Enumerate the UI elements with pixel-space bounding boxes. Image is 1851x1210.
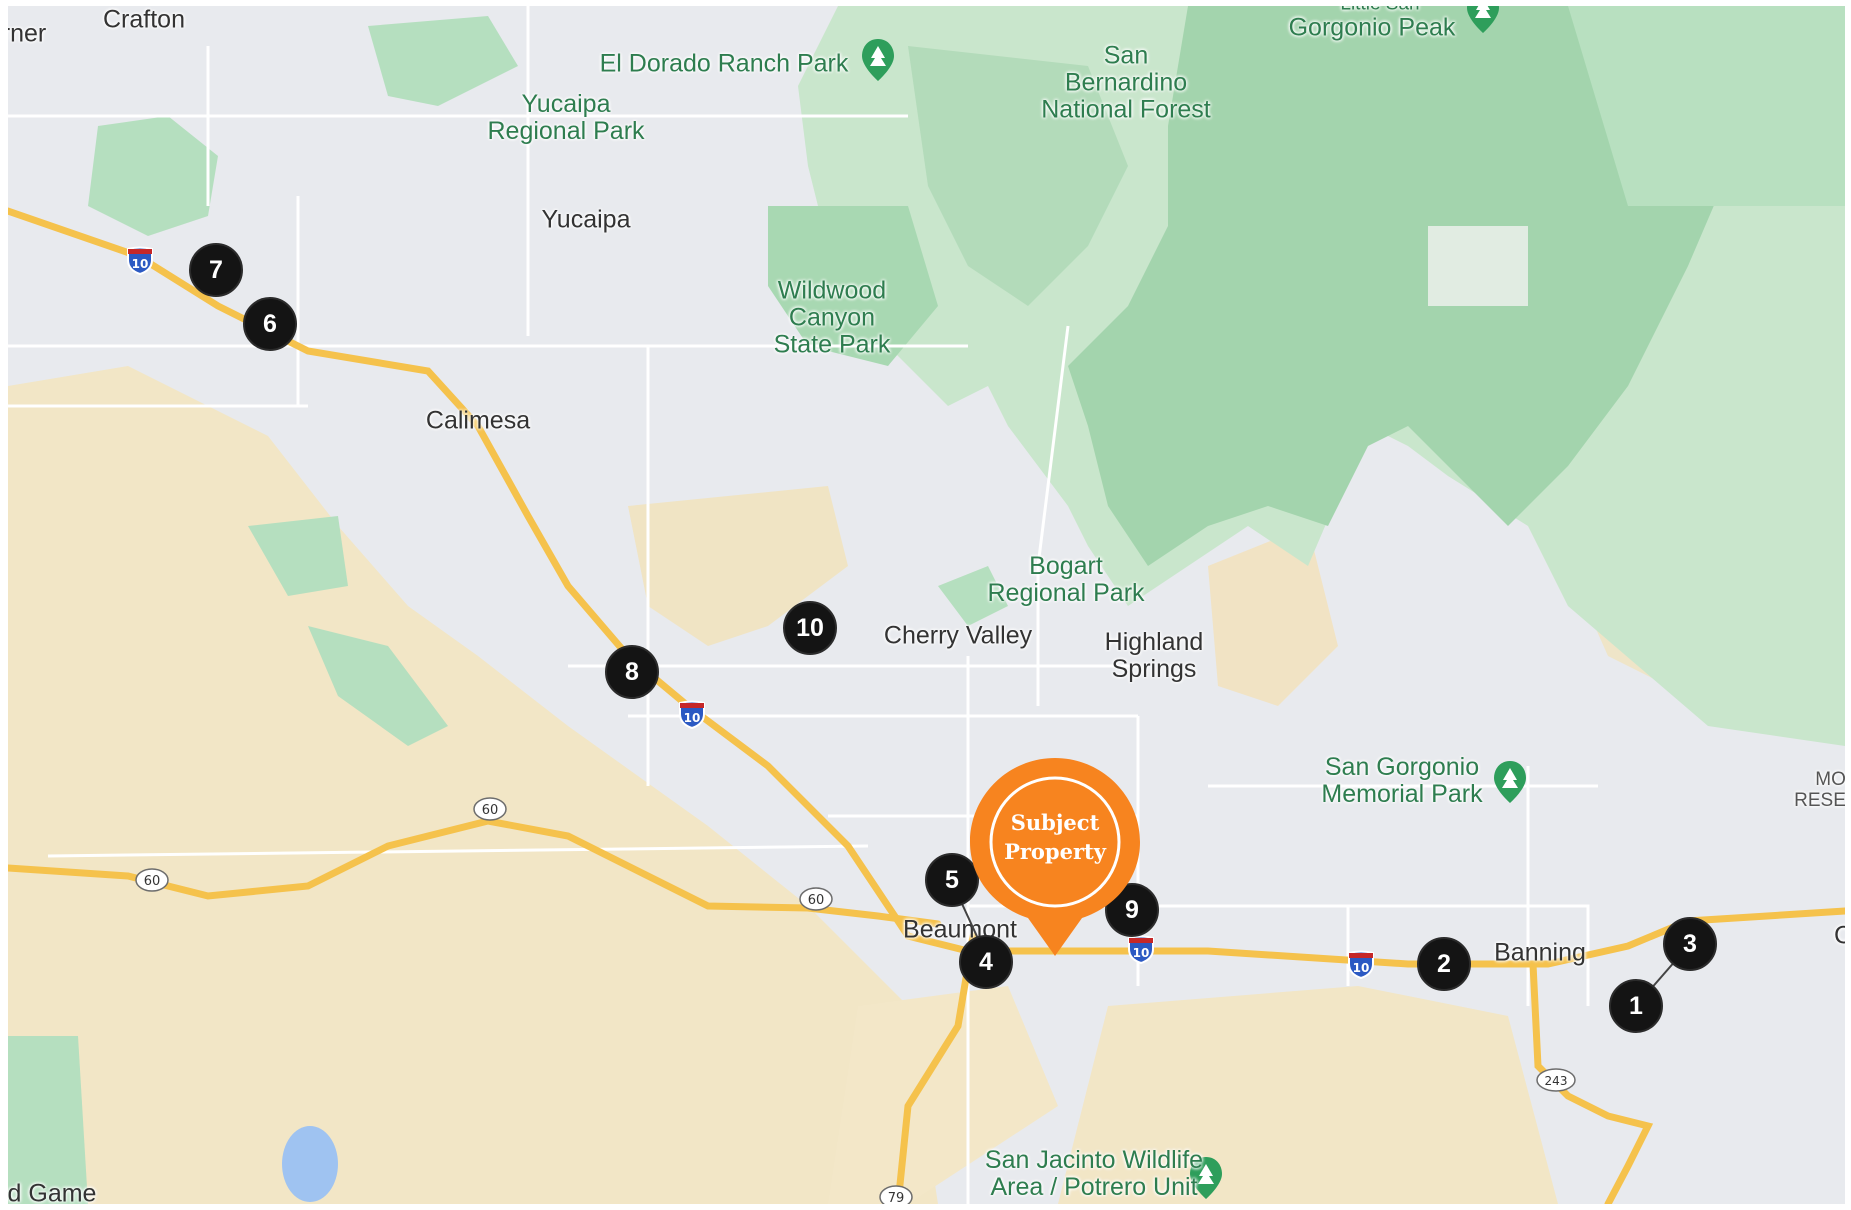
place-label-san-bernardino-national-forest: San Bernardino National Forest	[1041, 41, 1211, 124]
place-label-san-jacinto-wildlife-area: San Jacinto Wildlife Area / Potrero Unit	[984, 1146, 1204, 1201]
marker-7[interactable]: 7	[189, 243, 243, 297]
route-79-shield-icon: 79	[879, 1185, 913, 1204]
place-label-bogart-regional-park: Bogart Regional Park	[987, 552, 1145, 607]
shield-label: 10	[684, 711, 701, 725]
place-label-game: d Game	[8, 1179, 97, 1204]
marker-2[interactable]: 2	[1417, 937, 1471, 991]
marker-6[interactable]: 6	[243, 297, 297, 351]
park-tree-icon	[862, 39, 894, 81]
place-label-el-dorado-ranch-park: El Dorado Ranch Park	[599, 49, 849, 78]
shield-label: 10	[1133, 946, 1150, 960]
marker-3[interactable]: 3	[1663, 917, 1717, 971]
marker-10[interactable]: 10	[783, 601, 837, 655]
place-label-crafton: Crafton	[103, 6, 185, 34]
shield-label: 10	[1353, 961, 1370, 975]
shield-label: 79	[888, 1191, 905, 1204]
marker-8[interactable]: 8	[605, 645, 659, 699]
interstate-10-shield-icon: 10	[1128, 935, 1154, 965]
shield-label: 60	[808, 893, 825, 908]
route-243-shield-icon: 243	[1536, 1068, 1576, 1092]
shield-label: 60	[482, 803, 499, 818]
place-label-highland-springs: Highland Springs	[1104, 628, 1204, 683]
place-label-san-gorgonio-memorial-park: San Gorgonio Memorial Park	[1321, 753, 1483, 808]
shield-label: 10	[132, 257, 149, 271]
place-label-morongo-reservation: MO RESE	[1794, 769, 1845, 811]
shield-label: 60	[144, 874, 161, 889]
place-label-little-san: Little San	[1340, 6, 1419, 18]
interstate-10-shield-icon: 10	[679, 700, 705, 730]
place-label-banning: Banning	[1494, 938, 1586, 967]
place-label-edge-left: rner	[8, 19, 47, 48]
interstate-10-shield-icon: 10	[127, 246, 153, 276]
place-label-gorgonio-peak: Gorgonio Peak	[1288, 13, 1456, 42]
route-60-shield-icon: 60	[799, 887, 833, 911]
marker-5[interactable]: 5	[925, 853, 979, 907]
park-tree-icon	[1494, 761, 1526, 803]
place-label-yucaipa-regional-park: Yucaipa Regional Park	[487, 90, 645, 145]
marker-1[interactable]: 1	[1609, 979, 1663, 1033]
interstate-10-shield-icon: 10	[1348, 950, 1374, 980]
marker-4[interactable]: 4	[959, 935, 1013, 989]
place-label-calimesa: Calimesa	[425, 406, 531, 435]
route-60-shield-icon: 60	[135, 868, 169, 892]
map-canvas[interactable]: 10 10 10 10 60 60 60 243 79	[8, 6, 1845, 1204]
park-tree-icon	[1190, 1157, 1222, 1199]
route-60-shield-icon: 60	[473, 797, 507, 821]
place-label-edge-right: C	[1833, 921, 1845, 950]
map-base-layer	[8, 6, 1845, 1204]
shield-label: 243	[1545, 1074, 1568, 1088]
place-label-cherry-valley: Cherry Valley	[883, 621, 1033, 650]
park-tree-icon	[1467, 6, 1499, 33]
map-pin-icon	[970, 758, 1140, 956]
place-label-yucaipa: Yucaipa	[541, 205, 631, 234]
place-label-wildwood-canyon-state-park: Wildwood Canyon State Park	[773, 276, 891, 359]
